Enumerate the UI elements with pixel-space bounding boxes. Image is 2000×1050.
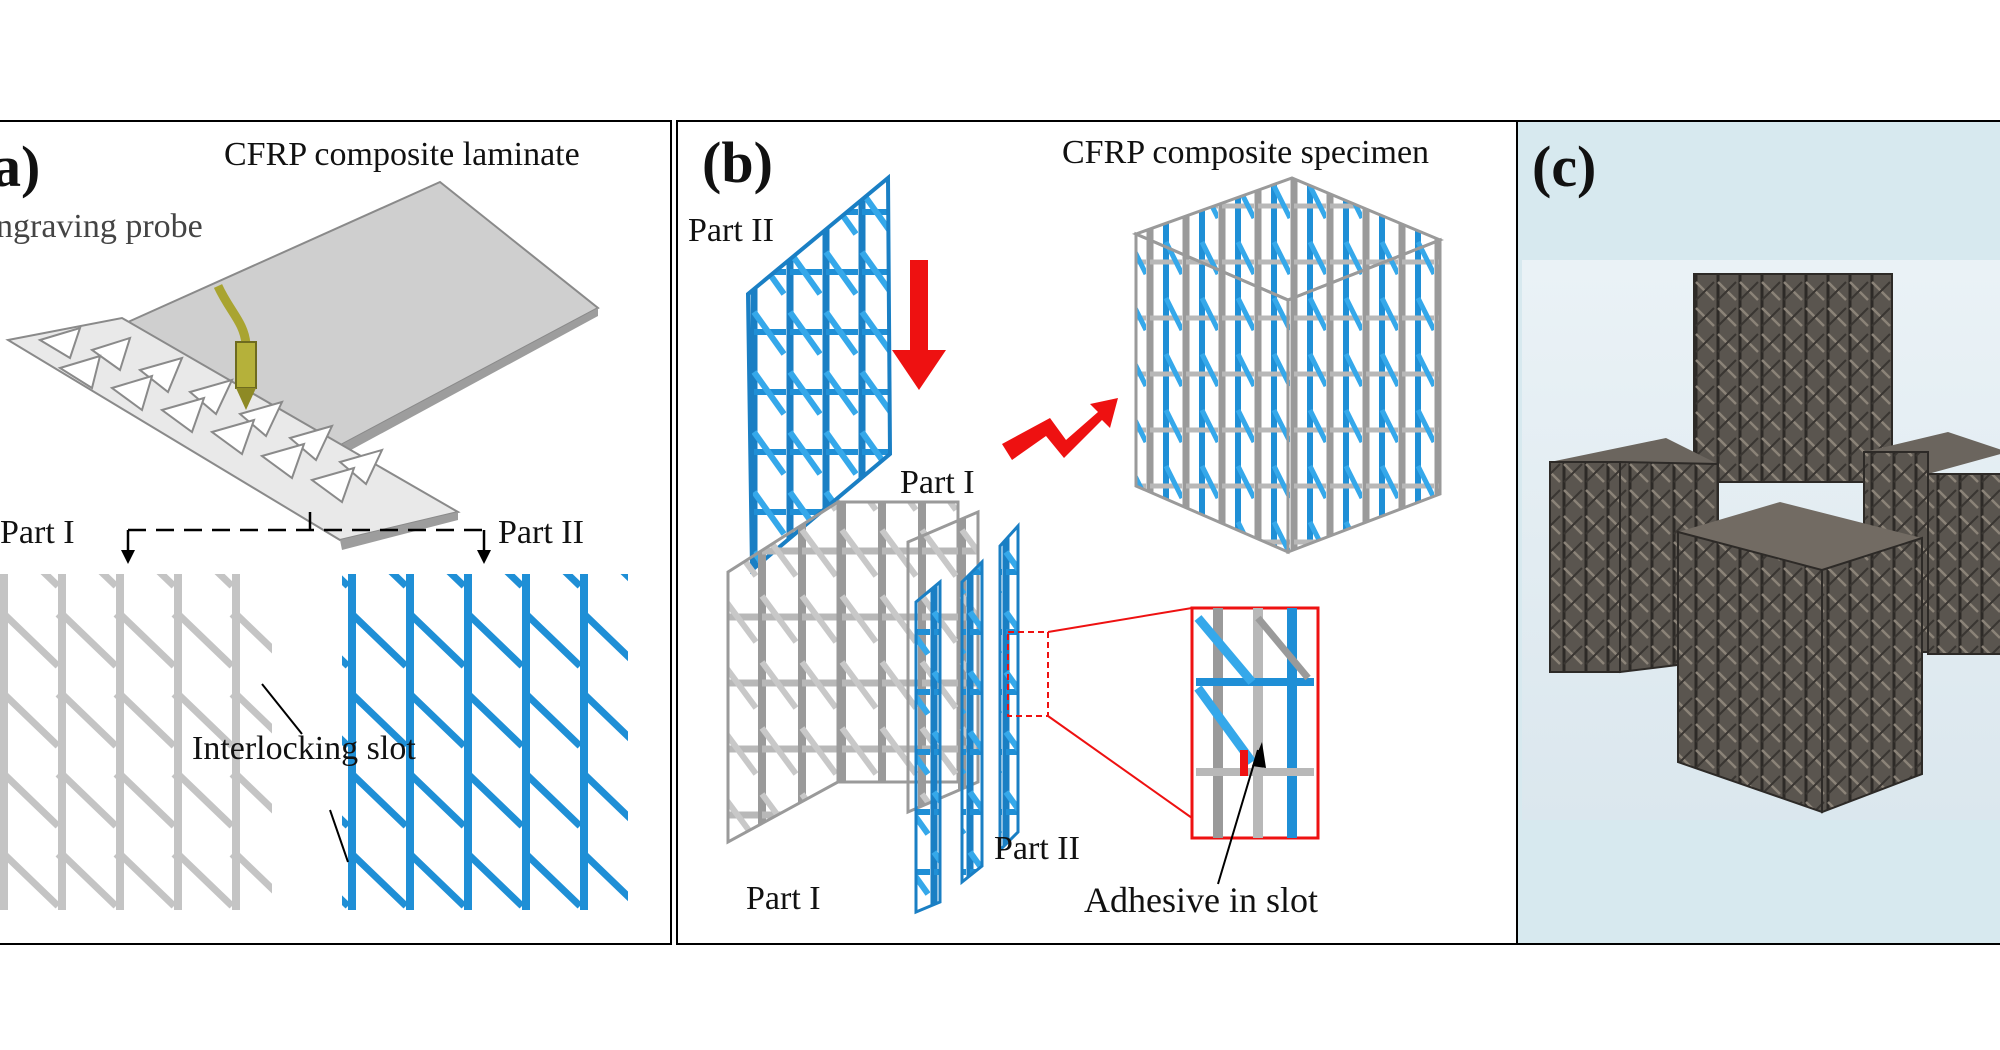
- part2-flat-sheet: [342, 574, 628, 910]
- assembly-arrow: [1002, 398, 1118, 460]
- zoom-source-box: [1007, 607, 1193, 819]
- panel-c-tag: (c): [1532, 134, 1597, 199]
- part2-falling-sheet: [745, 173, 893, 575]
- panel-b-tag: (b): [702, 130, 773, 195]
- panel-c-photo: [1522, 260, 2000, 820]
- panel-b-drawing: [726, 173, 1444, 915]
- part1-flat-sheet: [0, 574, 272, 910]
- probe-label: ngraving probe: [0, 208, 203, 245]
- lattice-block-back: [1693, 273, 1893, 483]
- part2-inserted-sheets: [914, 522, 1020, 915]
- engraved-truss-strip: [5, 316, 461, 550]
- part2-label: Part II: [498, 514, 584, 551]
- slot-leader-lines: [261, 683, 349, 863]
- specimen-label: CFRP composite specimen: [1062, 134, 1430, 171]
- laminate-label: CFRP composite laminate: [224, 136, 580, 173]
- slot-label: Interlocking slot: [192, 730, 416, 767]
- part1-mid-label: Part I: [900, 464, 975, 501]
- zoom-inset: [1190, 606, 1320, 840]
- panel-a-tag: a): [0, 134, 41, 199]
- panel-b: (b) CFRP composite specimen Part II Part…: [676, 120, 1518, 945]
- panel-a-drawing: [0, 180, 628, 910]
- panel-c: (c): [1516, 120, 2000, 945]
- lattice-block-front: [1677, 502, 1923, 814]
- split-arrows: [121, 512, 491, 564]
- part1-bottom-label: Part I: [746, 880, 821, 917]
- down-arrow: [892, 260, 946, 390]
- panel-a: a) CFRP composite laminate ngraving prob…: [0, 120, 672, 945]
- engraving-probe: [213, 284, 257, 410]
- part2-top-label: Part II: [688, 212, 774, 249]
- part1-label: Part I: [0, 514, 75, 551]
- adhesive-label: Adhesive in slot: [1084, 880, 1318, 920]
- part2-bottom-label: Part II: [994, 830, 1080, 867]
- assembled-specimen: [1131, 176, 1444, 555]
- lattice-block-left: [1549, 438, 1719, 674]
- adhesive-pointer: [1217, 742, 1266, 885]
